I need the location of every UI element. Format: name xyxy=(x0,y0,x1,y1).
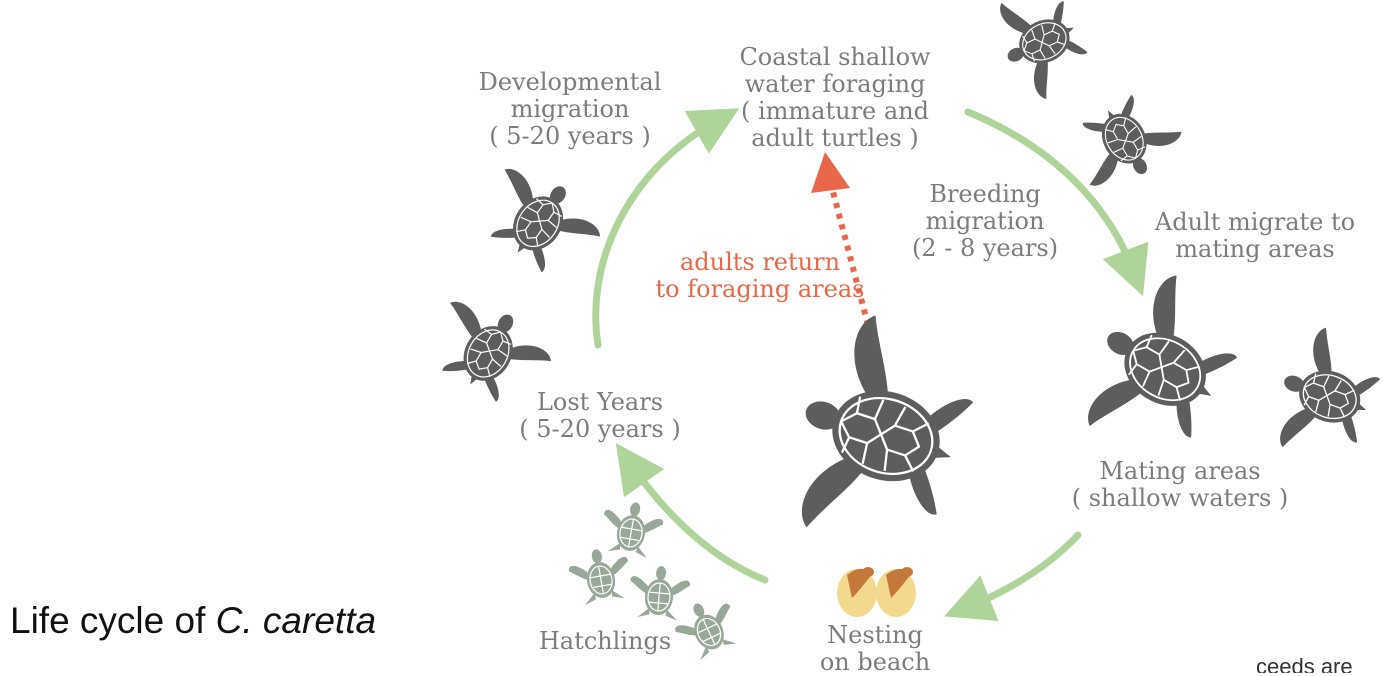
cycle-arrow-developmental xyxy=(596,122,715,345)
hatchling-icon xyxy=(598,497,666,560)
hatchling-icon xyxy=(566,544,634,607)
egg-icon xyxy=(876,567,916,617)
label-mating-areas: Mating areas( shallow waters ) xyxy=(1070,458,1290,512)
turtle-icon xyxy=(1263,320,1391,470)
cycle-arrow-nesting xyxy=(970,535,1078,606)
egg-icon xyxy=(837,567,877,617)
figure-caption: Life cycle of C. caretta xyxy=(10,600,376,642)
turtle-icon xyxy=(1065,261,1258,473)
label-lost-years: Lost Years( 5-20 years ) xyxy=(500,389,700,443)
label-hatchlings: Hatchlings xyxy=(520,628,690,655)
cropped-corner-text: ceeds are xyxy=(1256,656,1353,673)
caption-species: C. caretta xyxy=(216,600,376,641)
turtle-icon xyxy=(469,154,612,288)
turtle-icon xyxy=(772,304,990,564)
turtle-icon xyxy=(986,0,1098,106)
caption-prefix: Life cycle of xyxy=(10,600,216,641)
hatchling-icon xyxy=(627,564,691,622)
